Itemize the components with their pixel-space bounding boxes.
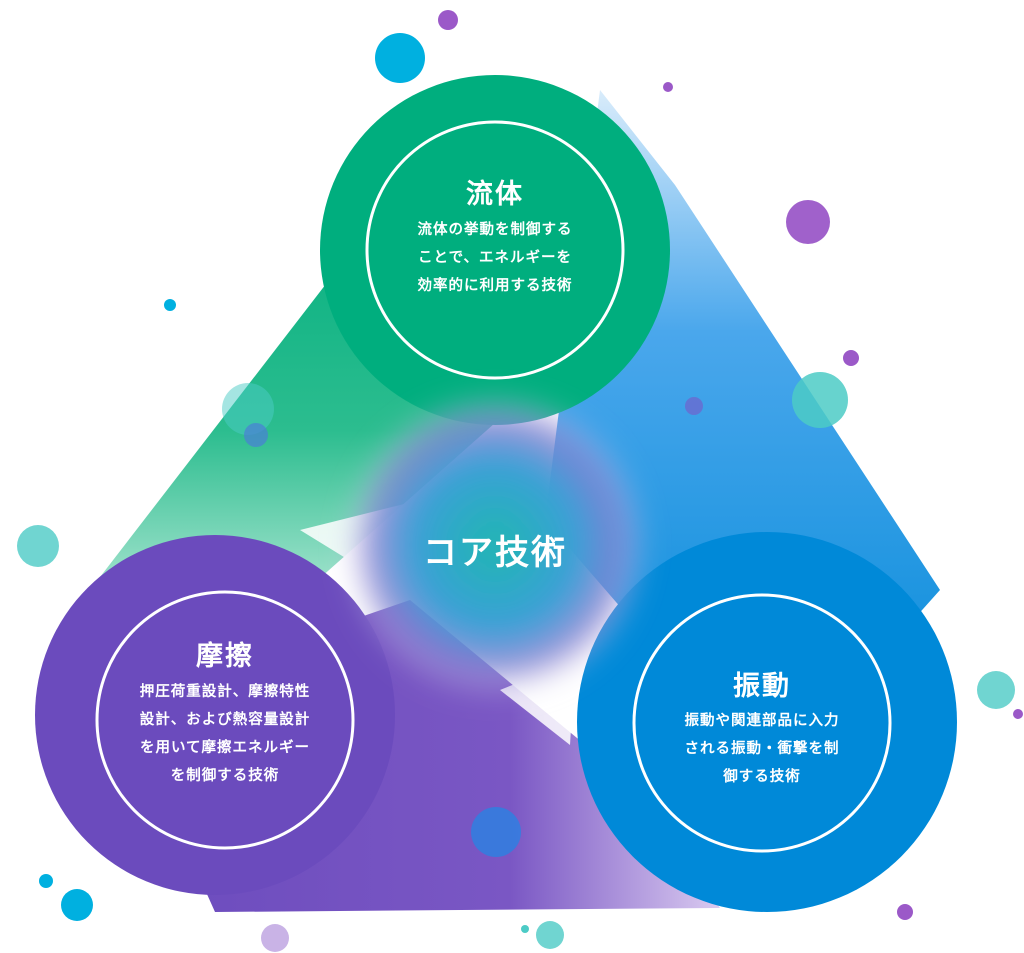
decor-dot: [39, 874, 53, 888]
decor-dot: [792, 372, 848, 428]
decorative-dots-front: [222, 200, 859, 857]
decor-dot: [786, 200, 830, 244]
decor-dot: [897, 904, 913, 920]
vibration-node-bg: [577, 532, 957, 912]
decor-dot: [685, 397, 703, 415]
core-glow: [345, 395, 645, 695]
friction-node-ring: [95, 590, 355, 850]
vibration-title: 振動: [733, 671, 791, 702]
decor-dot: [164, 299, 176, 311]
decor-dot: [222, 383, 274, 435]
vibration-desc-line-3: 御する技術: [723, 769, 801, 785]
decor-dot: [244, 423, 268, 447]
fluid-title: 流体: [466, 179, 524, 210]
decor-dot: [17, 525, 59, 567]
friction-desc-line-4: を制御する技術: [170, 768, 280, 784]
vibration-node-ring: [632, 593, 892, 853]
fluid-desc-line-1: 流体の挙動を制御する: [417, 222, 573, 238]
decor-dot: [977, 671, 1015, 709]
fluid-desc-line-2: ことで、エネルギーを: [418, 250, 572, 266]
decor-dot: [663, 82, 673, 92]
friction-desc-line-2: 設計、および熱容量設計: [139, 712, 311, 728]
decor-dot: [521, 925, 529, 933]
fluid-description: 流体の挙動を制御する ことで、エネルギーを 効率的に利用する技術: [365, 216, 625, 300]
vibration-desc-line-2: される振動・衝撃を制: [684, 741, 840, 757]
friction-desc-line-3: を用いて摩擦エネルギー: [139, 740, 311, 756]
fluid-desc-line-3: 効率的に利用する技術: [417, 278, 573, 294]
decorative-dots-back: [17, 10, 1023, 952]
decor-dot: [1013, 709, 1023, 719]
vibration-desc-line-1: 振動や関連部品に入力: [684, 713, 840, 729]
fluid-node-ring: [365, 120, 625, 380]
decor-dot: [438, 10, 458, 30]
decor-dot: [261, 924, 289, 952]
friction-title: 摩擦: [196, 641, 254, 672]
decor-dot: [61, 889, 93, 921]
fluid-node-bg: [320, 75, 670, 425]
friction-description: 押圧荷重設計、摩擦特性 設計、および熱容量設計 を用いて摩擦エネルギー を制御す…: [95, 678, 355, 790]
core-label: コア技術: [423, 533, 567, 573]
friction-node-bg: [35, 535, 395, 895]
decor-dot: [375, 33, 425, 83]
vibration-description: 振動や関連部品に入力 される振動・衝撃を制 御する技術: [632, 707, 892, 791]
decor-dot: [536, 921, 564, 949]
friction-desc-line-1: 押圧荷重設計、摩擦特性: [139, 684, 311, 700]
decor-dot: [843, 350, 859, 366]
decor-dot: [471, 807, 521, 857]
